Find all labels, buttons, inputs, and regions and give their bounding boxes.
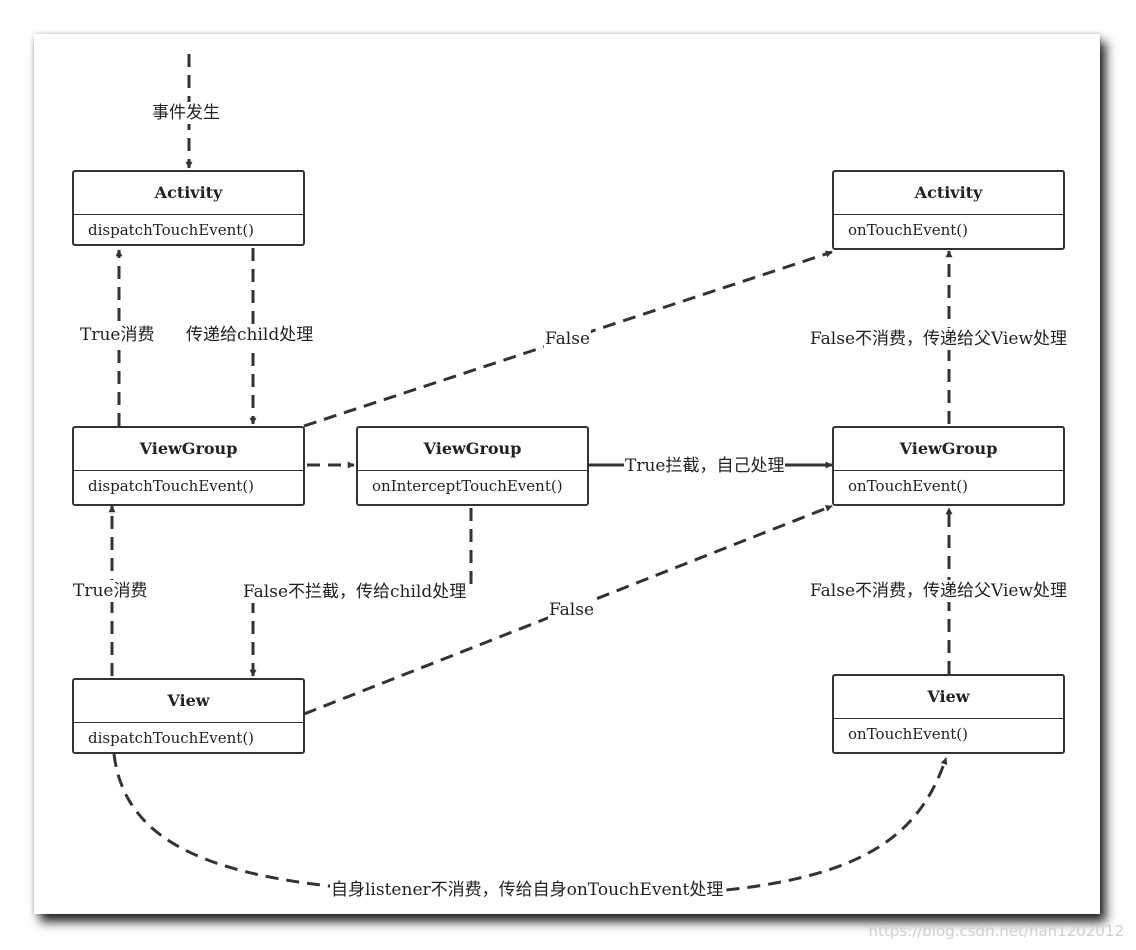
- label-viewgroup-false-top: False: [544, 328, 591, 350]
- node-title: ViewGroup: [423, 439, 522, 458]
- node-method: onTouchEvent(): [834, 214, 1063, 247]
- label-activity-true-consume: True消费: [79, 324, 156, 346]
- node-title: View: [927, 687, 970, 706]
- node-title: ViewGroup: [899, 439, 998, 458]
- node-viewgroup-touch[interactable]: ViewGroup onTouchEvent(): [832, 426, 1065, 506]
- node-view-dispatch[interactable]: View dispatchTouchEvent(): [72, 678, 305, 754]
- node-view-touch[interactable]: View onTouchEvent(): [832, 674, 1065, 754]
- node-title: Activity: [914, 183, 983, 202]
- label-self-listener: 自身listener不消费，传给自身onTouchEvent处理: [330, 879, 725, 901]
- watermark: https://blog.csdn.net/han1202012: [868, 922, 1124, 940]
- node-method: dispatchTouchEvent(): [74, 722, 303, 755]
- node-method: onTouchEvent(): [834, 718, 1063, 751]
- node-title: View: [167, 691, 210, 710]
- node-viewgroup-dispatch[interactable]: ViewGroup dispatchTouchEvent(): [72, 426, 305, 506]
- node-activity-dispatch[interactable]: Activity dispatchTouchEvent(): [72, 170, 305, 246]
- node-title: Activity: [154, 183, 223, 202]
- node-method: onInterceptTouchEvent(): [358, 470, 587, 503]
- node-method: dispatchTouchEvent(): [74, 214, 303, 247]
- label-true-intercept: True拦截，自己处理: [624, 455, 786, 477]
- node-title: ViewGroup: [139, 439, 238, 458]
- node-method: dispatchTouchEvent(): [74, 470, 303, 503]
- label-pass-to-child: 传递给child处理: [185, 324, 315, 346]
- label-event-occurs: 事件发生: [151, 102, 221, 124]
- label-false-not-intercept: False不拦截，传给child处理: [242, 581, 468, 603]
- label-activity-false-not-consume: False不消费，传递给父View处理: [809, 328, 1069, 350]
- label-view-false: False: [548, 599, 595, 621]
- node-activity-touch[interactable]: Activity onTouchEvent(): [832, 170, 1065, 250]
- label-viewgroup-true-consume: True消费: [72, 580, 149, 602]
- node-method: onTouchEvent(): [834, 470, 1063, 503]
- diagram-canvas: Activity dispatchTouchEvent() Activity o…: [34, 34, 1100, 914]
- label-viewgroup-false-not-consume: False不消费，传递给父View处理: [809, 580, 1069, 602]
- node-viewgroup-intercept[interactable]: ViewGroup onInterceptTouchEvent(): [356, 426, 589, 506]
- edge-view-self-listener: [112, 753, 948, 898]
